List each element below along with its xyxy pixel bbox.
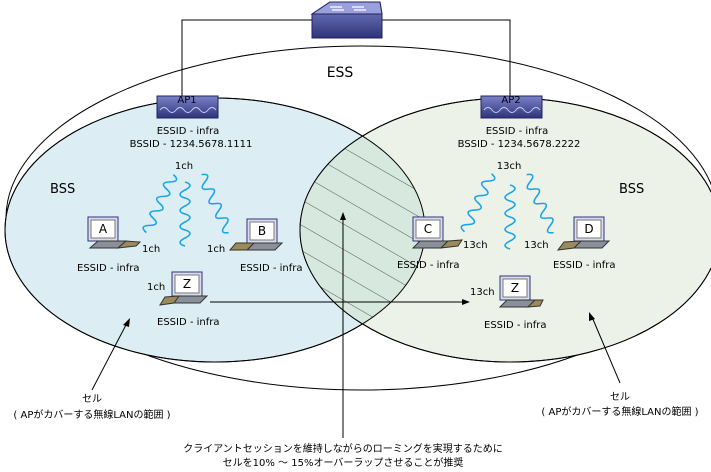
ap1-name: AP1: [177, 95, 197, 106]
ap2-essid: ESSID - infra: [485, 126, 549, 137]
switch-icon: [310, 1, 383, 39]
ap1-bssid: BSSID - 1234.5678.1111: [129, 139, 253, 150]
client-z-left-channel: 1ch: [147, 282, 166, 293]
client-b-letter: B: [257, 224, 267, 238]
cell-left-desc: ( APがカバーする無線LANの範囲 ): [13, 410, 171, 421]
client-z-right-channel: 13ch: [470, 287, 495, 298]
cell-left-title: セル: [82, 394, 102, 405]
client-a-essid: ESSID - infra: [77, 263, 140, 274]
wire-ap2: [382, 19, 511, 97]
bss-left-label: BSS: [50, 182, 76, 197]
client-d-pc-icon: [556, 216, 611, 251]
note-line2: セルを10% ～ 15%オーバーラップさせることが推奨: [222, 458, 464, 469]
cell-left-pointer: [91, 322, 128, 391]
client-d-essid: ESSID - infra: [553, 260, 616, 271]
cell-right-pointer: [591, 316, 621, 384]
client-z-left-letter: Z: [182, 277, 192, 291]
wireless-signal-icon: [460, 173, 554, 250]
client-a-channel: 1ch: [142, 244, 161, 255]
bss-right-label: BSS: [619, 182, 645, 197]
client-d-channel: 13ch: [524, 240, 549, 251]
client-c-essid: ESSID - infra: [397, 260, 460, 271]
ap2-device-icon: [480, 95, 543, 119]
note-line1: クライアントセッションを維持しながらのローミングを実現するために: [183, 444, 503, 455]
cell-right-title: セル: [610, 392, 630, 403]
ap2-bssid: BSSID - 1234.5678.2222: [457, 139, 581, 150]
client-z-left-pc-icon: [159, 271, 209, 306]
client-b-pc-icon: [228, 218, 284, 251]
client-z-right-letter: Z: [510, 281, 520, 295]
client-z-left-essid: ESSID - infra: [157, 317, 220, 328]
wire-ap1: [181, 19, 312, 97]
client-c-channel: 13ch: [463, 240, 488, 251]
ap2-channel: 13ch: [496, 161, 522, 172]
client-c-pc-icon: [411, 216, 463, 249]
client-a-pc-icon: [87, 216, 142, 249]
client-c-letter: C: [423, 222, 433, 236]
cell-right-desc: ( APがカバーする無線LANの範囲 ): [541, 407, 699, 418]
client-d-letter: D: [584, 222, 594, 236]
client-z-right-pc-icon: [498, 275, 544, 308]
ap2-name: AP2: [501, 95, 521, 106]
ap1-device-icon: [156, 95, 219, 119]
ap1-essid: ESSID - infra: [156, 126, 220, 137]
client-a-letter: A: [98, 222, 108, 236]
ess-label: ESS: [326, 65, 354, 81]
ap1-channel: 1ch: [174, 161, 194, 172]
client-z-right-essid: ESSID - infra: [484, 320, 547, 331]
client-b-essid: ESSID - infra: [240, 263, 303, 274]
wireless-signal-icon: [142, 173, 229, 247]
client-b-channel: 1ch: [207, 244, 226, 255]
